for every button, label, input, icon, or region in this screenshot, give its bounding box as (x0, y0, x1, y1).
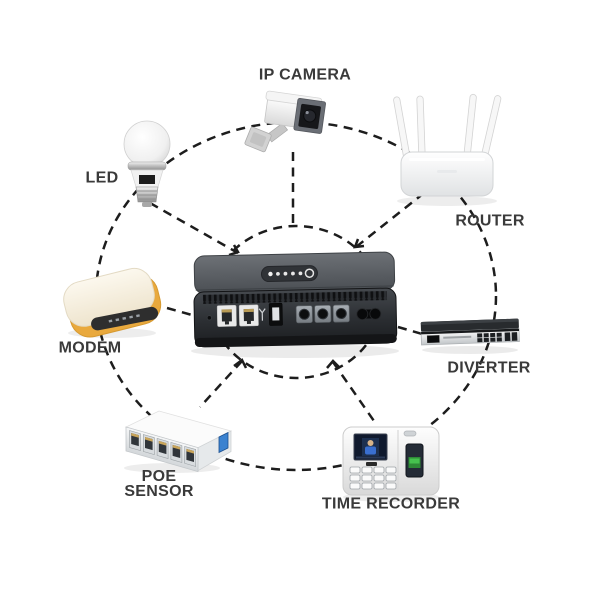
time-recorder-keypad (349, 466, 397, 490)
ups-dc-port (295, 305, 313, 324)
ups-usb-port (268, 303, 283, 326)
led-label: LED (85, 169, 119, 187)
switch-port-grid (477, 332, 518, 343)
outer-connection-ring (94, 120, 498, 472)
shadows (68, 196, 518, 502)
bulb-contact-tip (142, 202, 152, 207)
router-logo (437, 170, 457, 173)
arrowhead-time-recorder-link (326, 359, 341, 369)
antenna-icon (258, 308, 266, 321)
diverter-image (420, 318, 520, 346)
arrowhead-router-link (353, 238, 365, 249)
bulb-glass (123, 120, 171, 168)
router-antennas (393, 93, 502, 161)
router-label: ROUTER (455, 212, 525, 230)
router-body (400, 151, 494, 197)
router-image (393, 93, 502, 197)
poe-front-face (125, 426, 199, 473)
link-hub-to-led (149, 201, 239, 255)
camera-wall-mount (244, 126, 272, 153)
status-led-dot (291, 271, 295, 276)
link-hub-to-diverter (397, 325, 430, 338)
ups-ethernet-port (238, 304, 259, 327)
time-recorder-speaker (366, 462, 377, 466)
link-hub-to-time-recorder (331, 361, 376, 422)
poe-uplink-port (218, 431, 229, 454)
ups-indicator-panel (260, 265, 318, 283)
poe-sensor-label: POE SENSOR (124, 468, 194, 500)
time-recorder-label: TIME RECORDER (321, 495, 461, 513)
power-button-icon (304, 268, 315, 278)
led-bulb-image (123, 120, 171, 207)
diverter-label: DIVERTER (447, 359, 531, 377)
status-led-dot (298, 271, 303, 276)
camera-bracket-arm (266, 122, 289, 143)
modem-image (63, 267, 162, 338)
modem-status-lights (108, 314, 140, 323)
link-hub-to-poe-sensor (199, 360, 243, 408)
ups-ac-inlet (356, 307, 382, 320)
switch-console-port (426, 335, 440, 344)
poe-sensor-image (124, 410, 233, 473)
arrowhead-poe-link (233, 358, 248, 369)
ups-reset-hole (206, 315, 212, 321)
status-led-dot (268, 271, 273, 277)
ip-camera-image (244, 90, 326, 153)
arrowhead-led-link (228, 244, 240, 257)
bulb-label (139, 175, 155, 184)
ups-dc-port (314, 304, 332, 323)
status-led-dot (283, 271, 288, 276)
screen-person-icon (367, 440, 374, 446)
ups-ethernet-port (216, 305, 237, 327)
mini-ups-device (193, 251, 398, 348)
time-recorder-image (342, 426, 440, 496)
modem-label: MODEM (58, 339, 122, 357)
bulb-collar (127, 161, 167, 171)
link-hub-to-modem (166, 306, 200, 319)
fingerprint-scanner-light (409, 458, 420, 464)
time-recorder-button (403, 430, 417, 437)
poe-rj45-ports (129, 430, 197, 467)
ups-dc-port (332, 304, 350, 323)
ip-camera-label: IP CAMERA (258, 66, 352, 84)
status-led-dot (276, 271, 280, 276)
